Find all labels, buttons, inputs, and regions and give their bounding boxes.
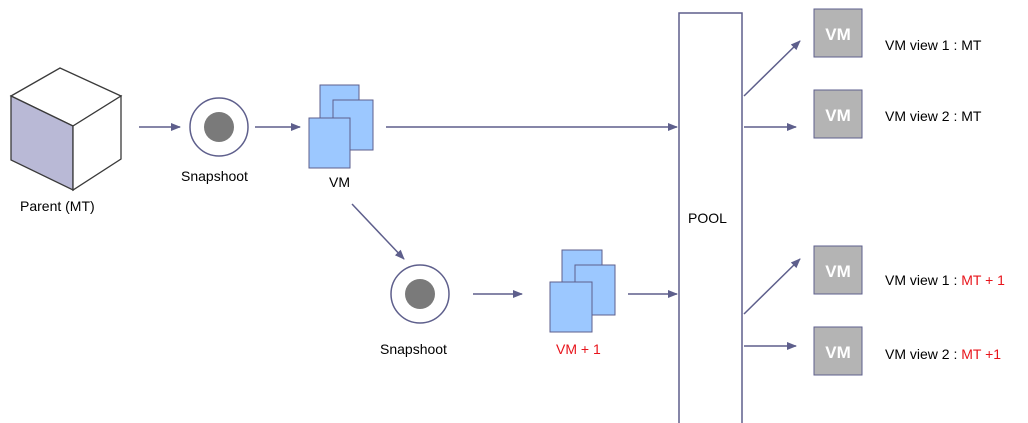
view-label-2: VM view 2 : MT bbox=[885, 108, 981, 124]
pool-label: POOL bbox=[688, 210, 727, 226]
vm-pages-icon bbox=[308, 84, 374, 169]
view-label-4: VM view 2 : MT +1 bbox=[885, 346, 1001, 362]
view-label-3-suffix: MT + 1 bbox=[961, 272, 1005, 288]
vm-view-box-4: VM bbox=[813, 326, 863, 376]
vm-view-box-3: VM bbox=[813, 245, 863, 295]
arrow-pool-to-view-1 bbox=[743, 40, 801, 97]
view-label-1: VM view 1 : MT bbox=[885, 37, 981, 53]
vm-next-pages-icon bbox=[549, 249, 616, 333]
view-label-2-suffix: MT bbox=[961, 108, 982, 124]
vm-view-box-2: VM bbox=[813, 89, 863, 139]
vm-view-box-1: VM bbox=[813, 8, 863, 58]
arrows bbox=[139, 40, 801, 350]
vm-view-box-4-label: VM bbox=[825, 343, 851, 362]
arrow-vm-to-snapshot-bottom bbox=[351, 203, 405, 260]
parent-cube-icon bbox=[9, 67, 123, 192]
snapshot-bottom-icon bbox=[390, 264, 450, 324]
vm-view-box-2-label: VM bbox=[825, 106, 851, 125]
view-label-1-prefix: VM view 1 : bbox=[885, 37, 962, 53]
view-label-2-prefix: VM view 2 : bbox=[885, 108, 962, 124]
vm-label: VM bbox=[329, 174, 350, 190]
arrow-pool-to-view-3 bbox=[743, 258, 801, 315]
view-label-4-suffix: MT +1 bbox=[961, 346, 1002, 362]
snapshot-bottom-label: Snapshoot bbox=[380, 341, 447, 357]
pool-box bbox=[678, 12, 743, 423]
vm-view-box-3-label: VM bbox=[825, 262, 851, 281]
parent-label: Parent (MT) bbox=[20, 198, 95, 214]
snapshot-top-label: Snapshoot bbox=[181, 168, 248, 184]
view-label-3: VM view 1 : MT + 1 bbox=[885, 272, 1005, 288]
vm-next-label: VM + 1 bbox=[556, 341, 601, 357]
vm-view-box-1-label: VM bbox=[825, 25, 851, 44]
view-label-3-prefix: VM view 1 : bbox=[885, 272, 962, 288]
view-label-4-prefix: VM view 2 : bbox=[885, 346, 962, 362]
snapshot-top-icon bbox=[189, 97, 249, 157]
view-label-1-suffix: MT bbox=[961, 37, 982, 53]
